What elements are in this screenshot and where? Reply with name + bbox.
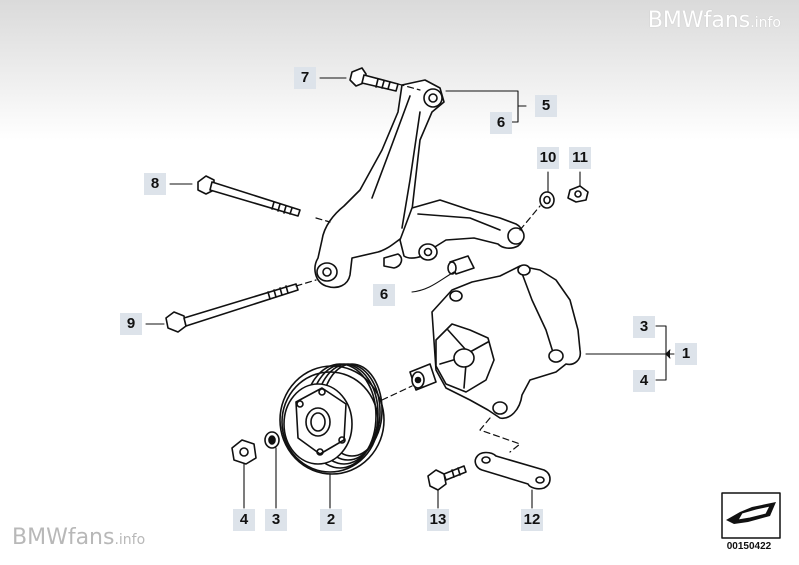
callout-7: 7 — [294, 67, 316, 89]
callout-6-lower: 6 — [373, 284, 395, 306]
diagram-reference-number: 00150422 — [726, 541, 772, 552]
bolt-7 — [349, 67, 399, 92]
callout-8: 8 — [144, 173, 166, 195]
callout-3-bottom: 3 — [265, 509, 287, 531]
callout-11: 11 — [569, 147, 591, 169]
washer-3 — [264, 431, 280, 449]
plate-12 — [474, 451, 551, 490]
callout-13: 13 — [427, 509, 449, 531]
screw-13 — [427, 465, 467, 491]
watermark-bottom: BMWfans.info — [12, 525, 146, 550]
assembly-lines — [295, 83, 541, 453]
nut-4 — [231, 439, 257, 465]
callout-6-upper: 6 — [490, 112, 512, 134]
callout-4-bottom: 4 — [233, 509, 255, 531]
callout-9: 9 — [120, 313, 142, 335]
vacuum-pump — [409, 264, 582, 420]
callout-5: 5 — [535, 95, 557, 117]
bolt-8 — [197, 175, 301, 217]
callout-1: 1 — [675, 343, 697, 365]
watermark-top: BMWfans.info — [647, 8, 781, 33]
leader-lines — [145, 77, 675, 509]
nut-11 — [567, 185, 589, 203]
callout-4-right: 4 — [633, 370, 655, 392]
callout-3-right: 3 — [633, 316, 655, 338]
mounting-bracket — [314, 79, 525, 289]
callout-2: 2 — [320, 509, 342, 531]
reference-symbol — [721, 492, 781, 539]
callout-12: 12 — [521, 509, 543, 531]
bolt-9 — [165, 283, 299, 333]
washer-10 — [539, 191, 555, 209]
sleeve-6 — [447, 255, 475, 275]
pulley — [279, 363, 385, 475]
callout-10: 10 — [537, 147, 559, 169]
